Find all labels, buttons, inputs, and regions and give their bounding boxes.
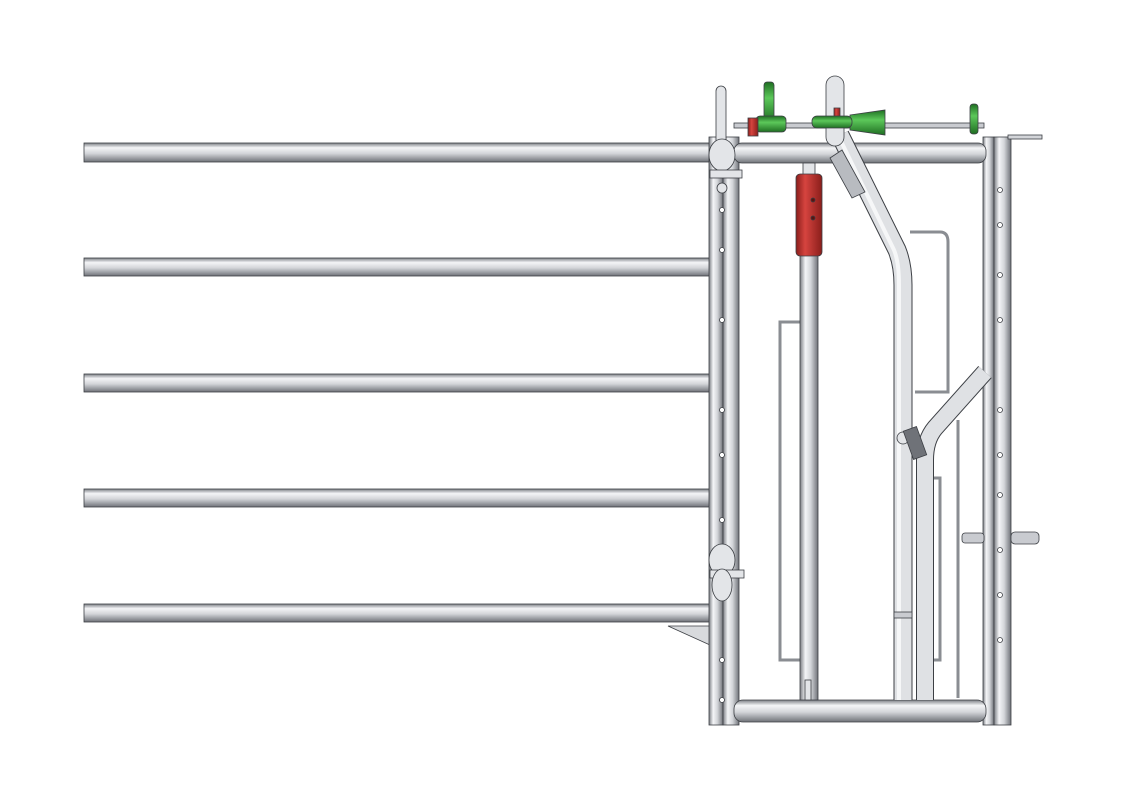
bent-pipe	[831, 130, 992, 700]
rail-2	[83, 257, 713, 277]
rail-5	[83, 603, 713, 623]
hinge-top	[708, 85, 743, 194]
support-bracket	[667, 625, 711, 646]
left-post-inner	[722, 136, 740, 726]
right-post-outer	[993, 136, 1012, 726]
left-post-outer	[708, 136, 724, 726]
rail-1	[83, 142, 735, 163]
rail-4	[83, 488, 713, 508]
pipe-clamp	[896, 425, 928, 461]
top-plate	[1007, 134, 1043, 140]
hinge-bottom	[708, 543, 745, 602]
gate-rails	[83, 142, 735, 623]
right-post-inner	[982, 136, 995, 726]
red-latch-body	[795, 173, 823, 257]
post-holes	[719, 187, 1003, 703]
rail-3	[83, 373, 713, 393]
side-bolts	[961, 531, 1040, 545]
latch-pipe	[795, 162, 823, 701]
bottom-rail	[733, 699, 987, 723]
top-mechanism	[733, 75, 985, 199]
green-handle	[849, 109, 886, 136]
